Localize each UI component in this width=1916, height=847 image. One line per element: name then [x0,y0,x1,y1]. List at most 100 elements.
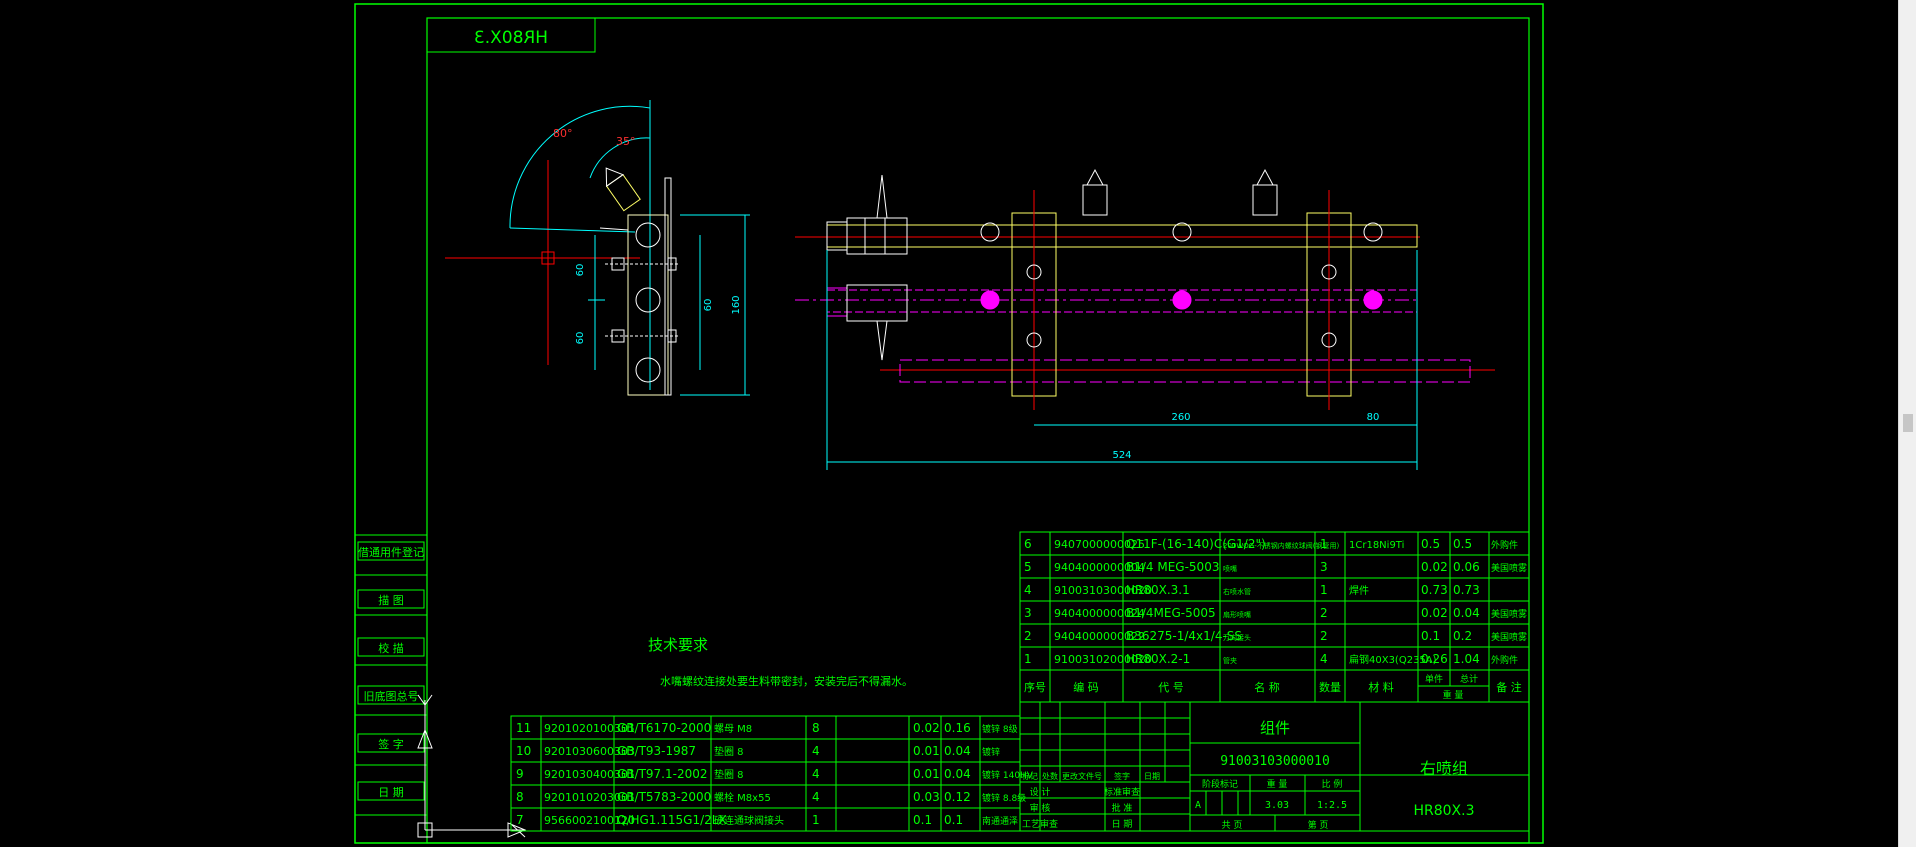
side-label: 签 字 [378,737,404,751]
rev-label: 处数 [1042,771,1058,781]
bom-cell-w1: 0.26 [1421,652,1448,666]
bom-header-spec: 代 号 [1158,681,1184,694]
bom-cell-w1: 0.03 [913,790,940,804]
weight-value: 3.03 [1265,800,1289,811]
bom-cell-qty: 2 [1320,629,1328,643]
scale-label: 比 例 [1322,778,1343,790]
bom-cell-name: 垫圈 8 [714,745,744,758]
weight-label: 重 量 [1267,778,1288,790]
bom-cell-no: 8 [516,790,524,804]
bom-cell-spec: HR80X.2-1 [1126,652,1190,666]
drawing-number: HR80X.3 [1413,803,1474,819]
ucs-icon [417,694,527,838]
stage-label: 阶段标记 [1202,778,1238,790]
bom-cell-name: 螺母 M8 [714,723,752,735]
bom-cell-code: 9404000000022 [1054,630,1145,643]
bom-cell-name: 垫圈 8 [714,768,744,781]
bom-cell-note: 镀锌 8级 [982,723,1018,735]
bom-cell-qty: 8 [812,721,820,735]
title-block: 标记 处数 更改文件号 签字 日期 设 计 审 核 工艺审查 标准审查 批 准 … [1019,701,1530,832]
inner-border [426,17,1530,844]
bom-cell-note: 镀锌 140HV [982,769,1034,781]
bom-cell-w1: 0.5 [1421,537,1440,551]
bom-cell-w2: 0.04 [1453,606,1480,620]
tech-title: 技术要求 [648,636,708,654]
side-dim-60b: 60 [575,332,586,345]
bom-cell-code: 9404000000024 [1054,607,1145,620]
vertical-scrollbar[interactable] [1898,0,1916,847]
bom-cell-w2: 0.12 [944,790,971,804]
bom-cell-spec: GB/T97.1-2002 [617,767,708,781]
bom-cell-note: 美国喷雾 [1491,608,1527,620]
scrollbar-thumb[interactable] [1903,414,1913,432]
front-view: 260 80 524 [795,168,1495,470]
bom-cell-note: 美国喷雾 [1491,562,1527,574]
bom-header-no: 序号 [1024,680,1046,694]
bom-cell-code: 9201030600303 [544,745,635,758]
bom-cell-w1: 0.02 [1421,606,1448,620]
bom-cell-qty: 1 [1320,583,1328,597]
angle-label-35: 35° [616,135,636,148]
bom-cell-name: 硬连通球阀接头 [714,814,784,827]
bom-cell-w2: 0.5 [1453,537,1472,551]
bom-cell-no: 10 [516,744,531,758]
side-label: 校 描 [378,641,404,655]
tech-text: 水嘴螺纹连接处要生料带密封，安装完后不得漏水。 [660,674,913,688]
role-label-2: 标准审查 [1104,786,1140,798]
role-label-2: 批 准 [1112,802,1133,814]
bom-cell-spec: HR80X.3.1 [1126,583,1190,597]
assembly-label: 组件 [1260,719,1290,737]
bom-cell-qty: 4 [812,744,820,758]
bom-header-single: 单件 [1425,673,1443,685]
side-label-block: 借通用件登记 描 图 校 描 旧底图总号 签 字 日 期 [355,534,427,816]
front-dim-524: 524 [1112,450,1131,461]
bom-cell-code: 9201010203001 [544,791,635,804]
side-label: 借通用件登记 [358,545,424,559]
bom-cell-note: 外购件 [1491,539,1518,551]
stage-value: A [1195,800,1201,811]
bom-header-weight: 重 量 [1443,689,1464,701]
side-dim-60a: 60 [575,264,586,277]
bom-cell-w2: 0.04 [944,744,971,758]
bom-cell-qty: 3 [1320,560,1328,574]
role-label: 工艺审查 [1022,818,1058,830]
bom-header-material: 材 料 [1368,680,1394,694]
side-dim-60c: 60 [703,299,714,312]
bom-cell-no: 5 [1024,560,1032,574]
bom-cell-name: 右喷水管 [1223,587,1251,596]
bom-cell-qty: 2 [1320,606,1328,620]
bom-cell-qty: 4 [1320,652,1328,666]
bom-cell-spec: B1/4MEG-5005 [1126,606,1216,620]
part-name: 右喷组 [1420,759,1468,778]
bom-cell-w2: 1.04 [1453,652,1480,666]
bom-cell-w1: 0.02 [913,721,940,735]
bom-cell-w2: 0.73 [1453,583,1480,597]
bom-cell-w1: 0.02 [1421,560,1448,574]
bom-header-note: 备 注 [1496,680,1522,694]
side-label: 日 期 [378,786,404,799]
rev-label: 更改文件号 [1062,771,1102,781]
bom-cell-spec: B1/4 MEG-5003 [1126,560,1219,574]
bom-cell-spec: Q/HG1.115G1/2LX [617,813,727,827]
bom-header-code: 编 码 [1073,680,1099,694]
bom-cell-code: 91003102000020 [1054,653,1152,666]
bom-cell-qty: 1 [1320,537,1328,551]
bom-cell-qty: 4 [812,767,820,781]
bom-header-qty: 数量 [1319,681,1341,694]
bom-cell-spec: GB/T93-1987 [617,744,696,758]
side-label: 旧底图总号 [364,689,419,703]
sheet-total: 共 页 [1222,820,1243,831]
role-label-2: 日 期 [1112,819,1133,830]
bom-cell-mat: 1Cr18Ni9Ti [1349,540,1404,551]
assembly-code: 91003103000010 [1220,754,1330,769]
bom-cell-name: 喷嘴 [1223,564,1237,573]
bom-cell-no: 6 [1024,537,1032,551]
bom-cell-spec: GB/T6170-2000 [617,721,711,735]
bom-cell-code: 9201030400301 [544,768,635,781]
bom-cell-name: 200WOG-不锈钢内螺纹球阀(钢管用) [1223,541,1339,550]
bom-header-total: 总计 [1460,673,1478,685]
front-dim-260: 260 [1171,412,1190,423]
